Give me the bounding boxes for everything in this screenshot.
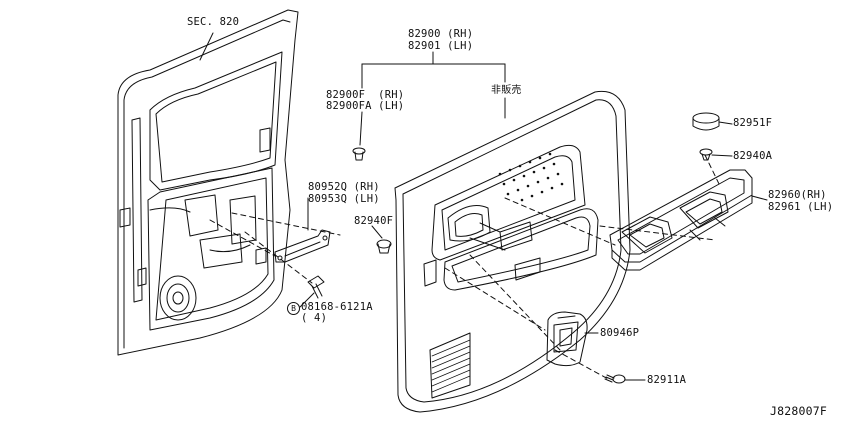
diagram-number: J828007F — [770, 404, 827, 418]
label-82940a: 82940A — [733, 150, 773, 162]
bolt-leader — [299, 292, 315, 308]
label-82940f: 82940F — [354, 215, 394, 227]
label-82961-lh: 82961 (LH) — [768, 201, 834, 213]
label-80952q-rh: 80952Q (RH) — [308, 181, 380, 193]
clip-82951f — [692, 112, 720, 131]
label-82901-lh: 82901 (LH) — [408, 40, 474, 52]
clip-fastener — [352, 147, 366, 161]
screw-82911a — [604, 374, 626, 384]
bracket-part — [274, 229, 331, 263]
inside-handle — [546, 311, 588, 367]
switch-leader — [751, 195, 768, 201]
screw-82940a — [699, 148, 713, 161]
label-82960-rh: 82960(RH) — [768, 189, 827, 201]
label-82900fa-lh: 82900FA (LH) — [326, 100, 405, 112]
door-trim-panel — [394, 90, 631, 413]
door-inner-panel — [117, 9, 299, 356]
clip-82940f — [376, 239, 392, 254]
speaker-grille-lines — [431, 339, 471, 393]
trim-dot-pattern — [498, 152, 564, 202]
label-bolt-qty: ( 4) — [301, 312, 328, 324]
label-sec-820: SEC. 820 — [187, 16, 240, 28]
label-bolt-code: 08168-6121A — [301, 301, 373, 313]
label-82900-rh: 82900 (RH) — [408, 28, 474, 40]
label-80953q-lh: 80953Q (LH) — [308, 193, 380, 205]
screw-82940a-leader — [711, 154, 733, 157]
label-80946p: 80946P — [600, 327, 640, 339]
window-switch-assembly — [609, 169, 753, 271]
label-not-for-sale: 非販売 — [491, 85, 522, 96]
assembly-dash-lines — [209, 154, 721, 381]
clip-leader — [371, 225, 383, 239]
trim-panel-leader-tree — [359, 51, 506, 146]
sec-leader — [199, 32, 214, 61]
label-82951f: 82951F — [733, 117, 773, 129]
label-82900f-rh: 82900F (RH) — [326, 89, 405, 101]
clip-82951f-leader — [718, 121, 733, 125]
circled-b-symbol: B — [287, 302, 300, 315]
label-82911a: 82911A — [647, 374, 687, 386]
bolt-part — [307, 275, 325, 299]
